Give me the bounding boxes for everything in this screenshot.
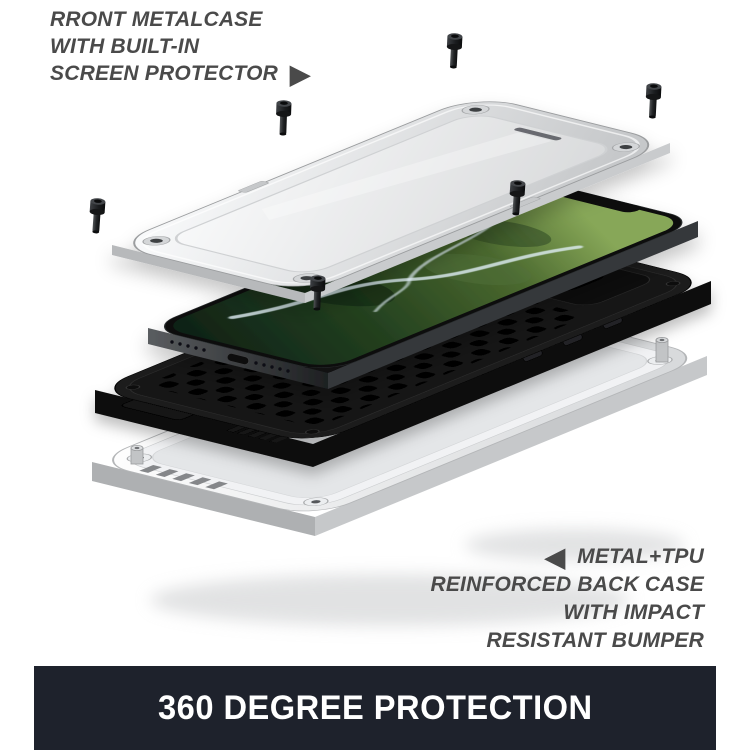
screw	[88, 197, 106, 234]
left-arrow-icon: ◀	[544, 542, 566, 572]
ground-shadow	[150, 529, 685, 626]
callout-line: REINFORCED BACK CASE	[430, 573, 704, 596]
callout-line: RRONT METALCASE	[50, 8, 263, 31]
callout-line: SCREEN PROTECTOR ▶	[50, 60, 310, 87]
callout-line: WITH IMPACT	[563, 601, 704, 624]
machined-slots	[139, 465, 228, 490]
callout-front-case: RRONT METALCASE WITH BUILT-IN SCREEN PRO…	[50, 6, 310, 87]
callout-line: ◀ METAL+TPU	[430, 543, 704, 571]
earpiece-slot	[514, 127, 562, 141]
glass-sheen	[261, 132, 553, 221]
callout-line-text: SCREEN PROTECTOR	[50, 62, 279, 85]
screw-post	[130, 444, 144, 465]
screw	[275, 100, 292, 136]
right-arrow-icon: ▶	[290, 59, 311, 89]
banner-text: 360 DEGREE PROTECTION	[157, 688, 593, 727]
screw	[644, 82, 662, 119]
callout-back-case: ◀ METAL+TPU REINFORCED BACK CASE WITH IMP…	[430, 543, 704, 655]
wallpaper-river	[228, 222, 584, 319]
callout-line: WITH BUILT-IN	[50, 35, 200, 58]
corner-screw-holes	[142, 104, 641, 283]
phone-notch	[560, 190, 641, 213]
callout-line: RESISTANT BUMPER	[486, 629, 704, 652]
front-metal-case-layer	[112, 101, 670, 303]
phone-layer	[148, 180, 698, 389]
bottom-ports	[170, 340, 290, 373]
callout-line-text: METAL+TPU	[577, 545, 704, 568]
screw-post	[655, 336, 669, 363]
protection-banner: 360 DEGREE PROTECTION	[34, 666, 716, 750]
screw	[445, 32, 463, 69]
